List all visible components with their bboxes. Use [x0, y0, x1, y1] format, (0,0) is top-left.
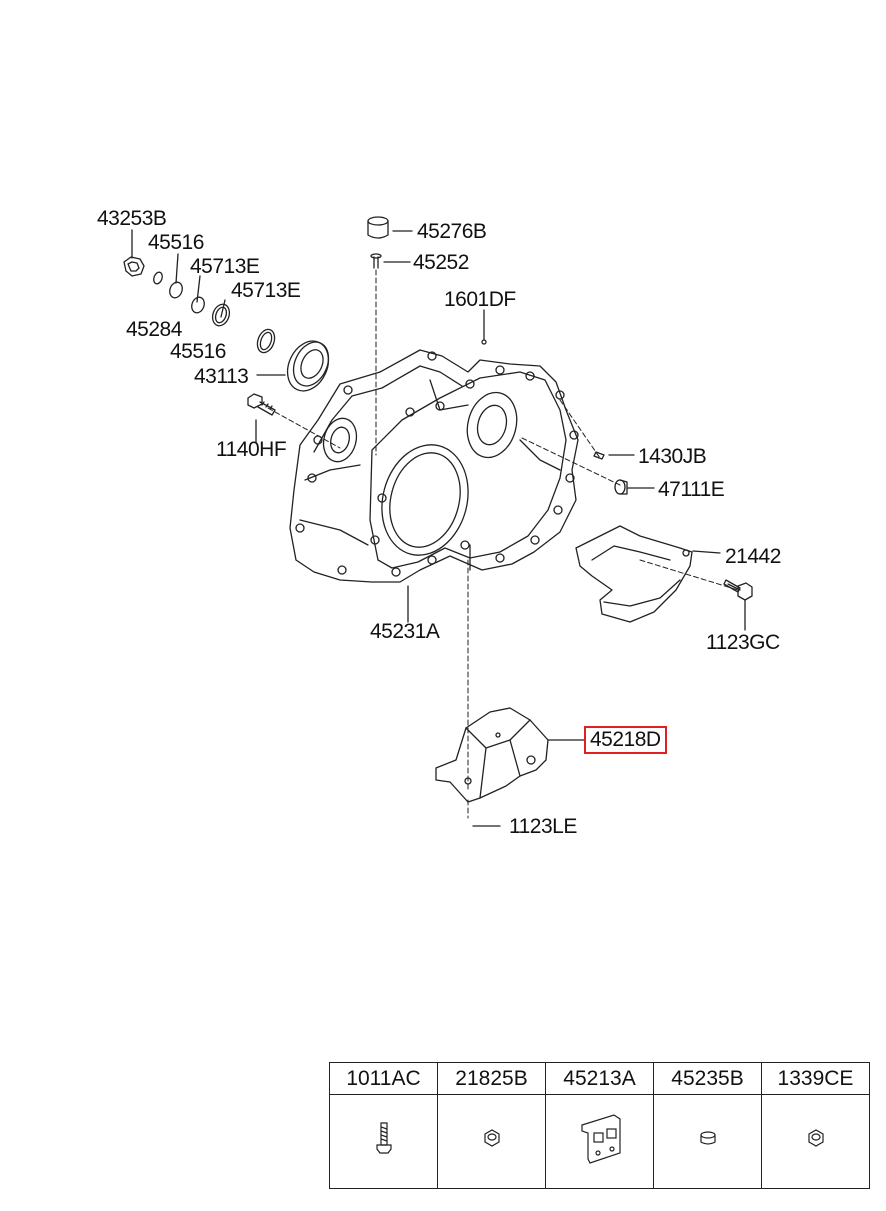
cover-21442	[575, 525, 693, 623]
callout-45713e-lower: 45713E	[231, 279, 301, 302]
legend-cell-21825b	[437, 1094, 546, 1189]
legend-cell-45235b	[653, 1094, 762, 1189]
o-ring-45516-upper	[169, 281, 183, 299]
nut-icon	[807, 1128, 824, 1147]
callout-1601df: 1601DF	[444, 288, 516, 311]
transaxle-case-45231a	[289, 349, 579, 583]
callout-45218d-highlighted[interactable]: 45218D	[584, 726, 667, 754]
plug-47111e	[614, 479, 628, 495]
nut-icon	[483, 1128, 500, 1147]
cap-45276b	[367, 216, 389, 239]
legend-cell-1339ce	[761, 1094, 870, 1189]
callout-1140hf: 1140HF	[216, 438, 287, 461]
bolt-1123gc	[723, 579, 753, 601]
callout-45252: 45252	[413, 251, 469, 274]
bracket-45218d	[435, 707, 549, 803]
callout-43113: 43113	[194, 365, 249, 388]
legend-header-cell: 45235B	[653, 1062, 762, 1095]
parts-legend-table: 1011AC 21825B 45213A 45235B 1339CE	[329, 1062, 870, 1189]
legend-header-cell: 21825B	[437, 1062, 546, 1095]
pin-1430jb	[593, 451, 605, 460]
legend-header-cell: 45213A	[545, 1062, 654, 1095]
seal-45713e-lower	[256, 328, 276, 354]
leader-lines	[131, 229, 746, 827]
bolt-1140hf	[247, 393, 276, 416]
callout-45231a: 45231A	[370, 620, 440, 643]
pin-1601df	[481, 339, 487, 345]
callout-21442: 21442	[725, 545, 781, 568]
bolt-icon	[375, 1121, 392, 1154]
pin-45252	[370, 253, 382, 269]
callout-45713e-upper: 45713E	[190, 255, 260, 278]
legend-header-cell: 1339CE	[761, 1062, 870, 1095]
assembly-lines	[267, 269, 739, 819]
seal-45713e-upper	[211, 303, 231, 327]
callout-45516-lower: 45516	[170, 340, 226, 363]
callout-45516-upper: 45516	[148, 231, 204, 254]
legend-cell-1011ac	[329, 1094, 438, 1189]
o-ring-45284	[153, 271, 163, 285]
callout-1430jb: 1430JB	[638, 445, 707, 468]
legend-picture-row	[329, 1094, 870, 1189]
legend-cell-45213a	[545, 1094, 654, 1189]
plug-43253b	[123, 256, 145, 277]
callout-45276b: 45276B	[417, 220, 487, 243]
bracket-icon	[580, 1113, 621, 1164]
legend-header-cell: 1011AC	[329, 1062, 438, 1095]
callout-43253b: 43253B	[97, 207, 167, 230]
callout-1123le: 1123LE	[509, 815, 577, 838]
callout-1123gc: 1123GC	[706, 631, 780, 654]
legend-header-row: 1011AC 21825B 45213A 45235B 1339CE	[329, 1062, 870, 1095]
plug-icon	[699, 1130, 716, 1145]
callout-45284: 45284	[126, 318, 182, 341]
oil-seal-43113	[286, 340, 330, 392]
o-ring-45516-lower	[191, 296, 205, 314]
callout-47111e: 47111E	[658, 478, 725, 501]
